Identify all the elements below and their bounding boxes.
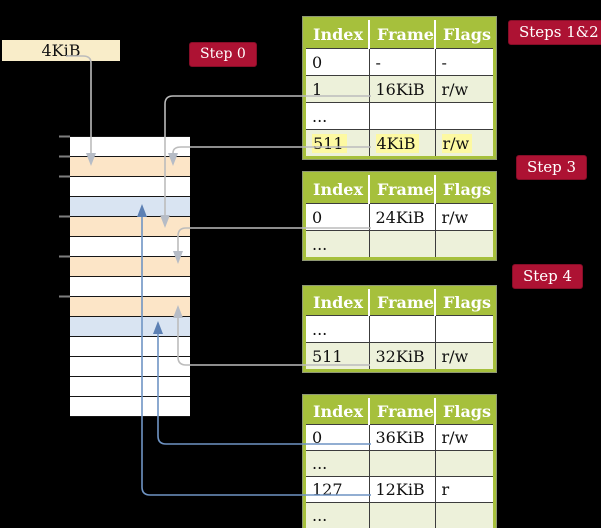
column-header-index: Index [304,173,370,204]
memory-row [70,357,190,377]
table-row: ... [304,502,495,528]
memory-row [70,297,190,317]
memory-row [70,137,190,157]
memory-row [70,257,190,277]
cell-frame: 12KiB [375,480,425,499]
frame-size-box: 4KiB [2,40,120,61]
table-row: 0 36KiB r/w [304,424,495,451]
badge-step-4: Step 4 [512,264,584,289]
badge-steps-1-2: Steps 1&2 [508,20,601,45]
cell-frame: 32KiB [375,346,425,366]
cell-flags: r/w [441,346,469,366]
cell-index: 1 [312,79,323,99]
column-header-frame: Frame [369,287,436,316]
memory-row [70,377,190,397]
badge-step-3: Step 3 [516,155,588,180]
page-table-steps-1-2: Index Frame Flags 0 - - 1 16KiB r/w ... … [302,16,497,160]
cell-index: ... [312,234,328,254]
column-header-flags: Flags [435,287,495,316]
memory-row [70,397,190,417]
column-header-flags: Flags [435,173,495,204]
table-row: 1 16KiB r/w [304,75,495,103]
cell-frame: 24KiB [375,207,425,227]
cell-index: 0 [312,428,323,447]
memory-row [70,197,190,217]
page-table-step-3: Index Frame Flags 0 24KiB r/w ... [302,171,497,261]
cell-flags: r/w [441,79,469,99]
memory-row [70,217,190,237]
cell-flags: r/w [441,133,473,153]
cell-index: 0 [312,207,323,227]
column-header-frame: Frame [369,396,436,425]
table-row: 0 - - [304,48,495,76]
cell-index: 511 [312,346,343,366]
cell-index: ... [312,454,328,473]
cell-flags: r [441,480,450,499]
page-table-final: Index Frame Flags 0 36KiB r/w ... 127 12… [302,394,497,528]
table-row: ... [304,450,495,477]
table-row: ... [304,102,495,130]
cell-flags: r/w [441,428,469,447]
table-row-highlighted: 511 4KiB r/w [304,129,495,158]
cell-index: 511 [312,133,347,153]
memory-row [70,277,190,297]
column-header-index: Index [304,18,370,49]
table-row: 127 12KiB r [304,476,495,503]
page-table-step-4: Index Frame Flags ... 511 32KiB r/w [302,285,497,373]
memory-row [70,237,190,257]
memory-row [70,177,190,197]
cell-frame: 4KiB [375,133,419,153]
cell-index: ... [312,506,328,525]
table-row: ... [304,315,495,343]
table-header-row: Index Frame Flags [304,396,495,425]
column-header-frame: Frame [369,18,436,49]
cell-flags: - [441,52,447,72]
cell-frame: - [375,52,381,72]
memory-column [70,136,190,417]
cell-frame: 36KiB [375,428,425,447]
column-header-index: Index [304,287,370,316]
badge-step-0: Step 0 [189,42,257,67]
table-header-row: Index Frame Flags [304,173,495,204]
cell-index: 0 [312,52,323,72]
table-header-row: Index Frame Flags [304,18,495,49]
column-header-flags: Flags [435,18,495,49]
memory-row [70,337,190,357]
memory-row [70,157,190,177]
column-header-flags: Flags [435,396,495,425]
table-row: ... [304,230,495,259]
cell-frame: 16KiB [375,79,425,99]
table-row: 511 32KiB r/w [304,342,495,371]
column-header-frame: Frame [369,173,436,204]
table-row: 0 24KiB r/w [304,203,495,231]
address-ticks [59,135,70,298]
cell-flags: r/w [441,207,469,227]
cell-index: ... [312,106,328,126]
cell-index: 127 [312,480,343,499]
column-header-index: Index [304,396,370,425]
cell-index: ... [312,319,328,339]
table-header-row: Index Frame Flags [304,287,495,316]
memory-row [70,317,190,337]
